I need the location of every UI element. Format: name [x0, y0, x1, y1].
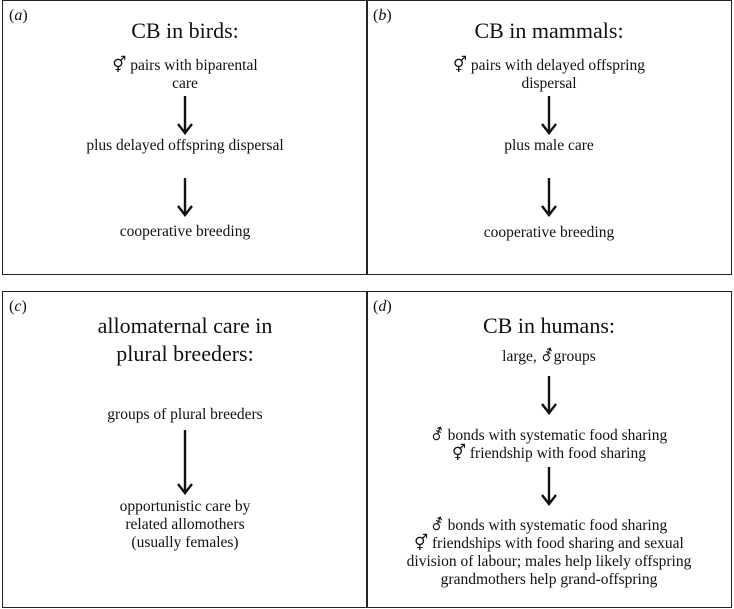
- down-arrow-icon: [175, 96, 195, 136]
- panel-title: CB in humans:: [482, 313, 615, 338]
- down-arrow-icon: [539, 376, 559, 416]
- step-1: ⚥ pairs with delayed offspring dispersal: [453, 57, 645, 92]
- step-2: ⚦ bonds with systematic food sharing ⚥ f…: [430, 427, 668, 462]
- step-1: ⚥ pairs with biparental care: [112, 57, 258, 92]
- down-arrow-icon: [175, 178, 195, 218]
- panel-d: (d) CB in humans: large, ⚦groups ⚦ bonds…: [366, 291, 732, 608]
- panel-a: (a) CB in birds: ⚥ pairs with biparental…: [2, 0, 368, 275]
- step-3: ⚦ bonds with systematic food sharing ⚥ f…: [406, 517, 692, 588]
- step-2: plus male care: [504, 137, 594, 154]
- panel-b: (b) CB in mammals: ⚥ pairs with delayed …: [366, 0, 732, 275]
- step-3: cooperative breeding: [119, 223, 251, 240]
- panel-label: (b): [373, 7, 392, 24]
- panel-c: (c) allomaternal care in plural breeders…: [2, 291, 368, 608]
- panel-title: CB in birds:: [131, 18, 239, 43]
- down-arrow-icon: [539, 96, 559, 136]
- step-3: cooperative breeding: [483, 224, 615, 241]
- step-1: groups of plural breeders: [107, 406, 263, 423]
- step-2: plus delayed offspring dispersal: [86, 137, 284, 154]
- step-1: large, ⚦groups: [502, 348, 596, 365]
- panel-label: (c): [9, 298, 27, 315]
- down-arrow-icon: [539, 178, 559, 218]
- panel-label: (d): [373, 298, 392, 315]
- down-arrow-icon: [175, 430, 195, 496]
- panel-title: allomaternal care in plural breeders:: [97, 313, 273, 366]
- down-arrow-icon: [539, 467, 559, 507]
- panel-label: (a): [9, 7, 28, 24]
- panel-title: CB in mammals:: [474, 18, 624, 43]
- step-2: opportunistic care by related allomother…: [119, 498, 251, 551]
